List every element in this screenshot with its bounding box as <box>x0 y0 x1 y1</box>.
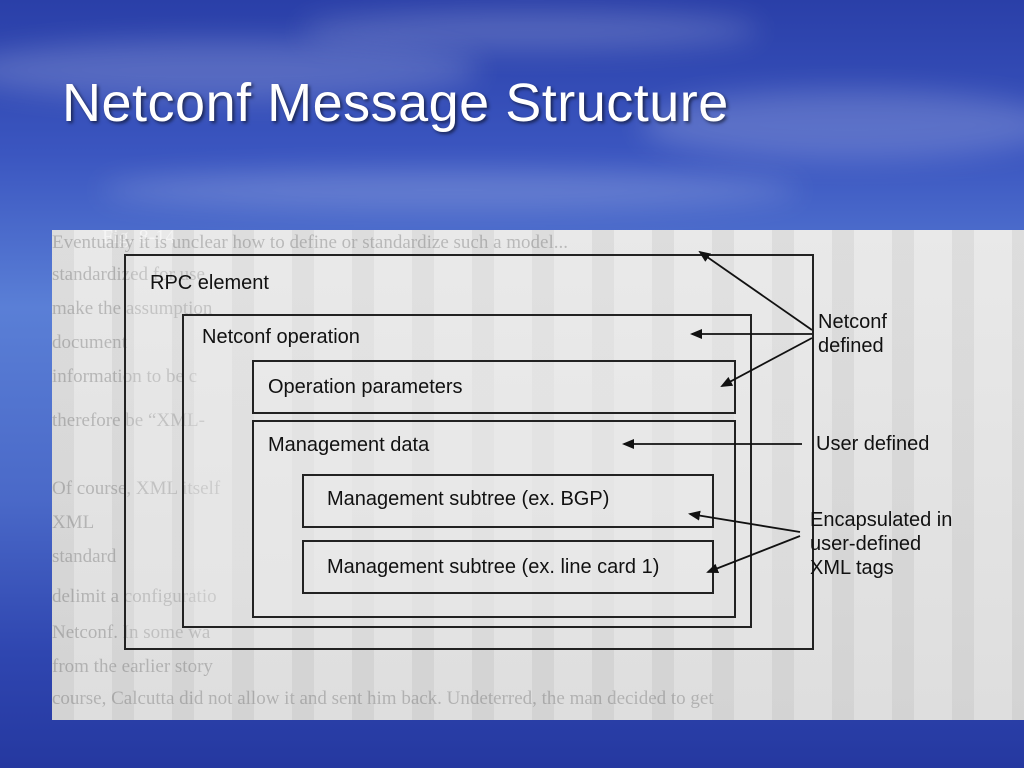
cloud-streak <box>0 40 480 100</box>
bleed-text-line: from the earlier story <box>52 656 213 677</box>
bleed-text-line: therefore be “XML- <box>52 410 205 431</box>
rpc-element-box <box>124 254 814 650</box>
management-data-label: Management data <box>268 434 430 456</box>
management-subtree-bgp-label: Management subtree (ex. BGP) <box>327 488 610 510</box>
bleed-text-line: make the assumption <box>52 298 213 319</box>
cloud-streak <box>640 90 1024 160</box>
bleed-text-line: Eventually it is unclear how to define o… <box>52 232 569 253</box>
netconf-operation-label: Netconf operation <box>202 326 360 348</box>
bleed-text-line: delimit a configuratio <box>52 586 217 607</box>
rpc-element-label: RPC element <box>150 272 269 294</box>
bleed-text-line: Of course, XML itself <box>52 478 221 499</box>
management-subtree-bgp-box <box>302 474 714 528</box>
netconf-operation-box <box>182 314 752 628</box>
bleed-text-line: standard <box>52 546 117 567</box>
slide-title: Netconf Message Structure <box>62 73 729 133</box>
netconf-defined-note: Netconf defined <box>818 311 887 357</box>
figure-scan: Fig. 8-14 Eventually it is unclear how t… <box>52 230 1024 720</box>
user-defined-note: User defined <box>816 433 930 455</box>
management-subtree-linecard-label: Management subtree (ex. line card 1) <box>327 556 660 578</box>
bleed-text-line: course, Calcutta did not allow it and se… <box>52 688 714 709</box>
operation-parameters-box <box>252 360 736 414</box>
cloud-streak <box>100 170 800 210</box>
management-data-box <box>252 420 736 618</box>
cloud-streak <box>300 10 760 50</box>
operation-parameters-label: Operation parameters <box>268 376 463 398</box>
bleed-text-line: document <box>52 332 127 353</box>
figure-caption: Fig. 8-14 <box>102 230 176 248</box>
bleed-text-line: Netconf. In some wa <box>52 622 211 643</box>
encapsulated-note: Encapsulated in user-defined XML tags <box>810 509 953 579</box>
management-subtree-linecard-box <box>302 540 714 594</box>
bleed-text-line: standardized for use <box>52 264 205 285</box>
bleed-text-line: XML <box>52 512 95 533</box>
